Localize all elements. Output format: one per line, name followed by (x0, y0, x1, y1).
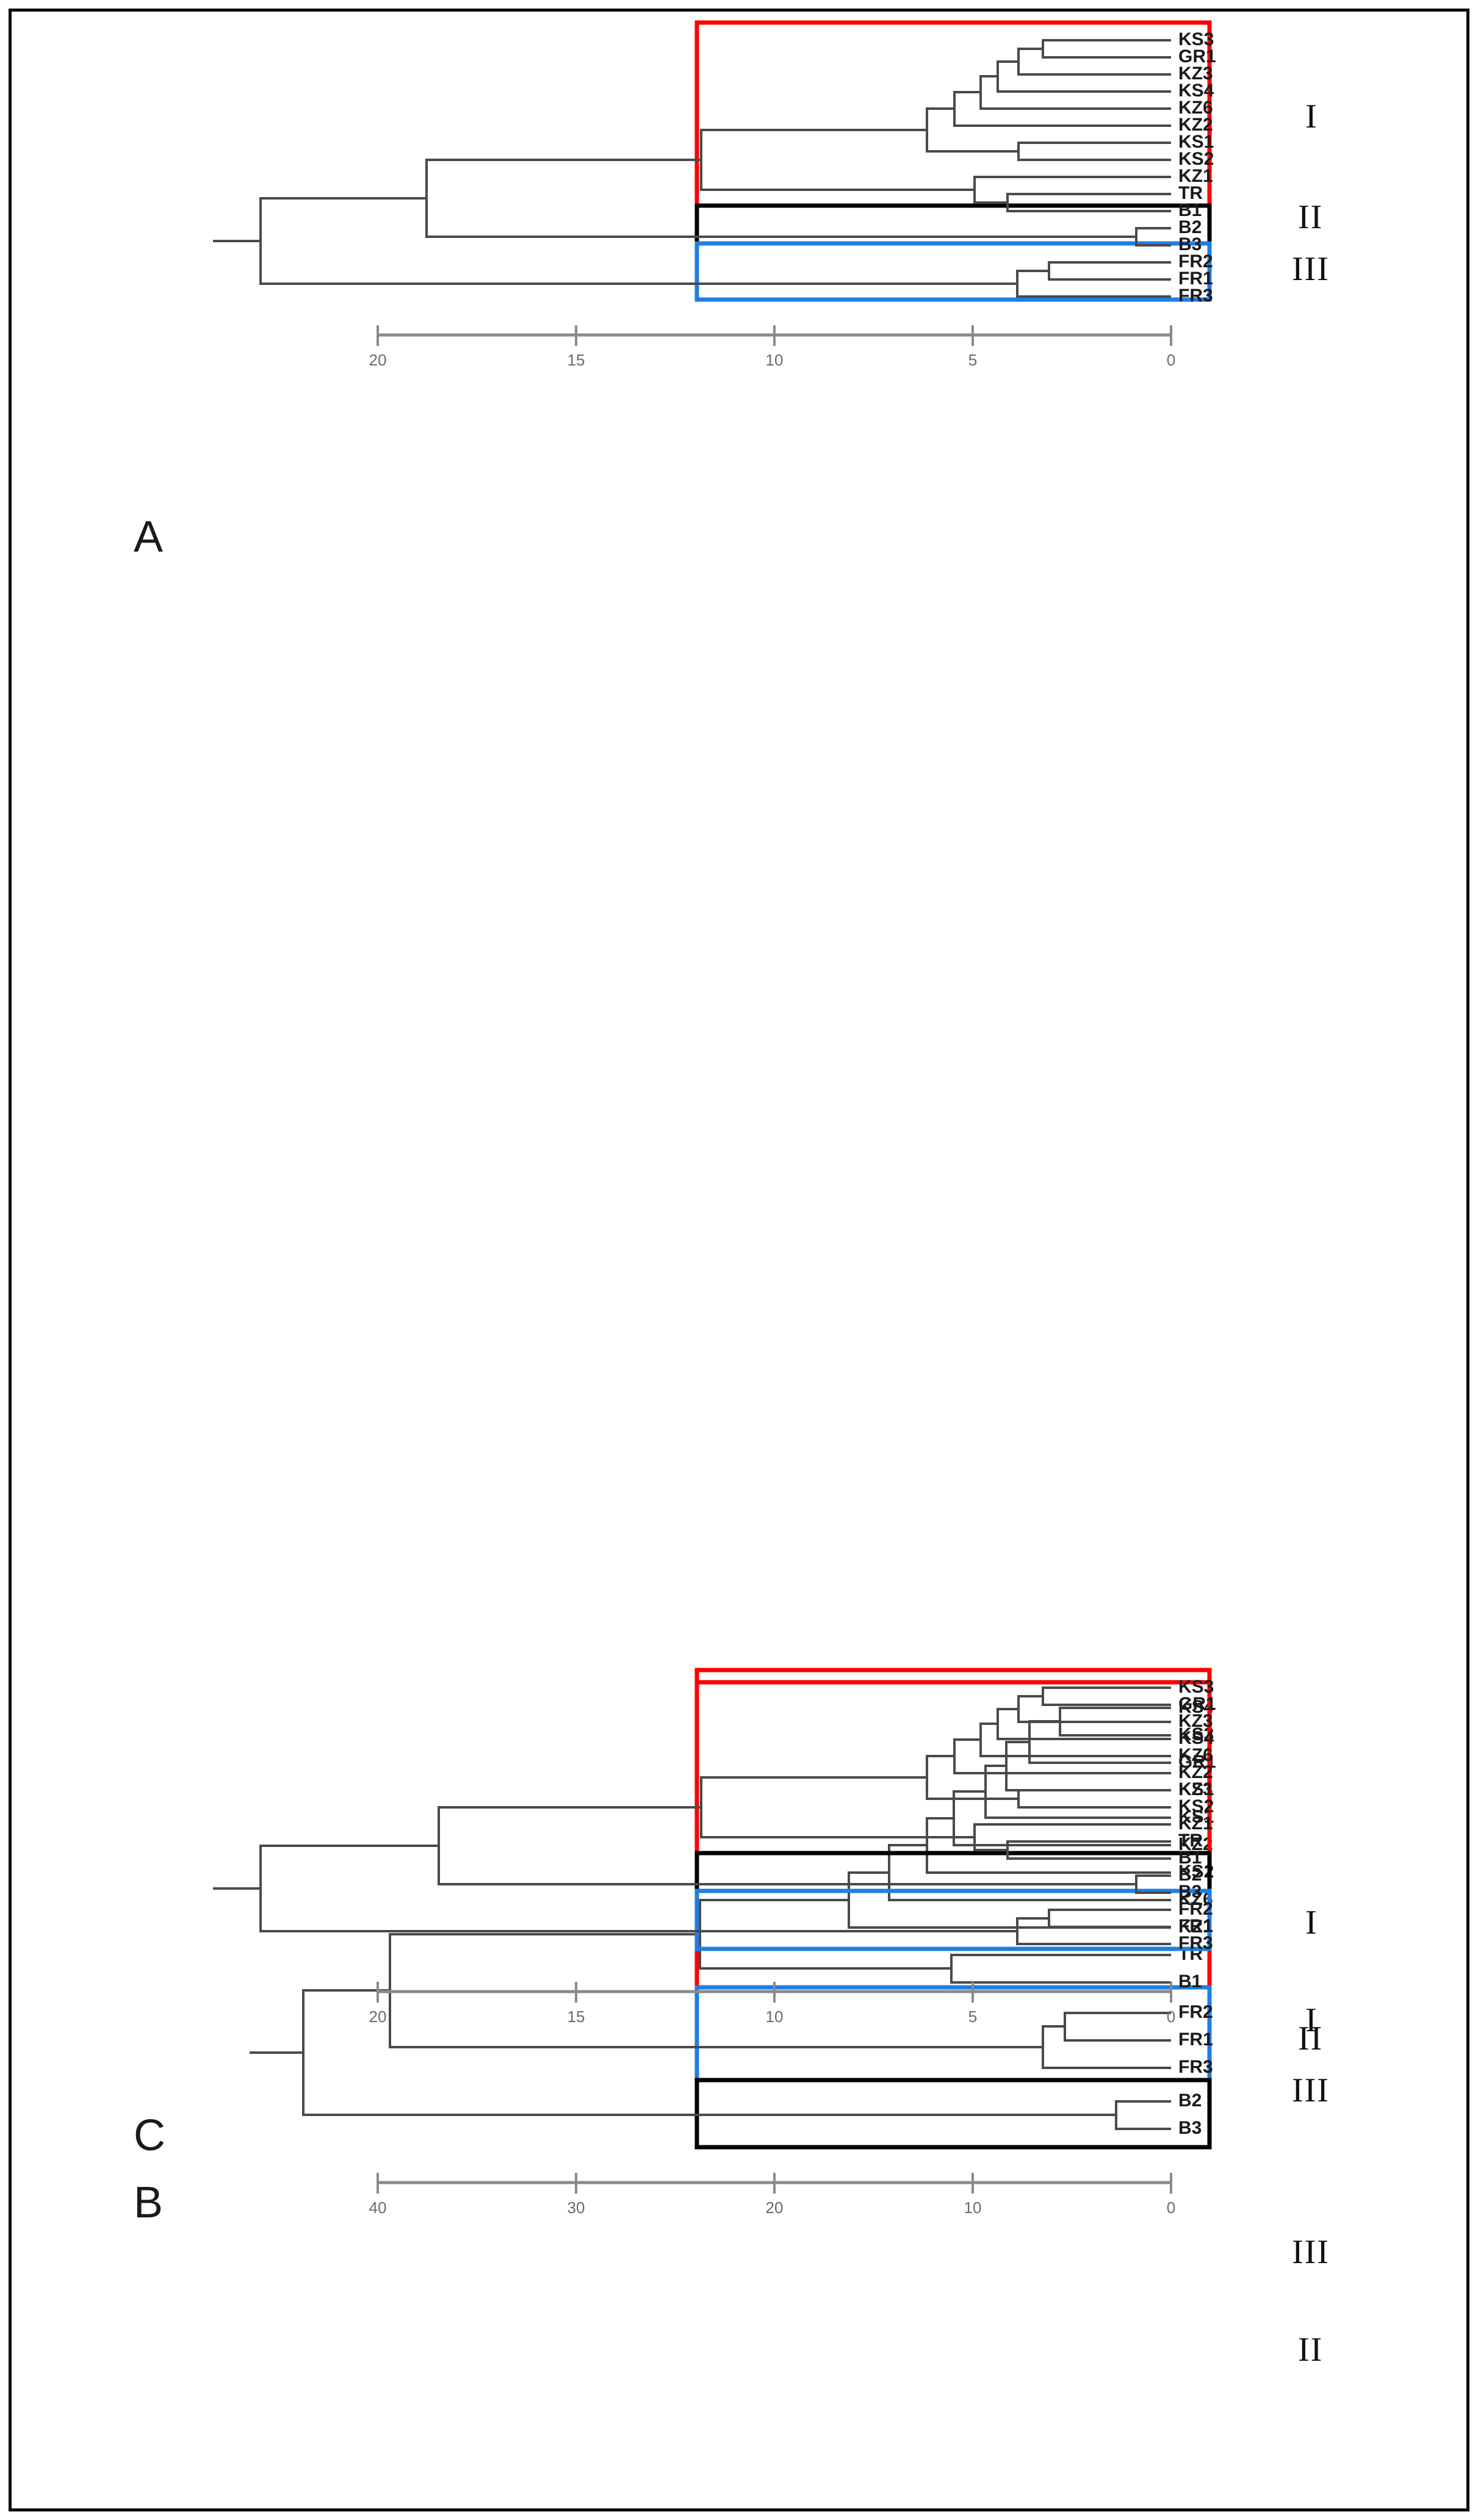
panel-a-branches (213, 39, 1171, 298)
axis-tick-label: 10 (964, 2198, 982, 2217)
leaf-label: FR2 (1178, 251, 1213, 272)
axis-tick-label: 15 (568, 351, 585, 369)
leaf-label: FR3 (1178, 2057, 1213, 2077)
leaf-label: KZ6 (1178, 98, 1213, 118)
leaf-label: GR1 (1178, 46, 1216, 67)
leaf-label: FR2 (1178, 2002, 1213, 2022)
panel-c-branches (213, 1687, 1171, 1945)
panel-a-axis: 20 15 10 5 0 (369, 325, 1175, 369)
leaf-label: B2 (1178, 217, 1202, 237)
panel-b-axis: 40 30 20 10 0 (369, 2173, 1175, 2217)
leaf-label: KZ1 (1178, 1813, 1213, 1834)
panel-c-cluster-box-III (694, 1888, 1212, 1951)
panel-a-cluster-box-III (694, 241, 1212, 302)
panel-a-group-label-I: I (1305, 98, 1318, 135)
panel-b-group-label-III: III (1292, 2233, 1330, 2271)
panel-a-dendrogram: KS3 GR1 KZ3 KS4 KZ6 KZ2 KS1 KS2 KZ1 TR B… (213, 20, 1216, 369)
panel-a-leaf-labels: KS3 GR1 KZ3 KS4 KZ6 KZ2 KS1 KS2 KZ1 TR B… (1178, 29, 1216, 306)
leaf-label: FR1 (1178, 2029, 1213, 2050)
leaf-label: KZ2 (1178, 1762, 1213, 1782)
axis-tick-label: 20 (369, 2007, 387, 2026)
axis-tick-label: 5 (968, 351, 977, 369)
panel-a-group-label-III: III (1292, 250, 1330, 288)
leaf-label: KZ3 (1178, 63, 1213, 84)
panel-c-letter: C (134, 2111, 165, 2160)
leaf-label: KS1 (1178, 132, 1214, 152)
axis-tick-label: 5 (968, 2007, 977, 2026)
panel-b-letter: B (134, 2178, 164, 2227)
axis-tick-label: 20 (369, 351, 387, 369)
leaf-label: KZ3 (1178, 1711, 1213, 1731)
leaf-label: FR1 (1178, 268, 1213, 289)
panel-b-branches (250, 1707, 1171, 2130)
axis-tick-label: 40 (369, 2198, 387, 2217)
leaf-label: KS4 (1178, 1728, 1214, 1748)
panel-c-dendrogram: KS3 GR1 KZ3 KS4 KZ6 KZ2 KS1 KS2 KZ1 TR B… (213, 1668, 1216, 2026)
leaf-label: KS2 (1178, 149, 1214, 169)
leaf-label: FR2 (1178, 1899, 1213, 1919)
leaf-label: KZ1 (1178, 166, 1213, 186)
leaf-label: KS3 (1178, 29, 1214, 49)
leaf-label: B1 (1178, 1971, 1202, 1992)
leaf-label: KZ3 (1178, 1779, 1213, 1799)
axis-tick-label: 15 (568, 2007, 585, 2026)
leaf-label: FR3 (1178, 286, 1213, 306)
leaf-label: TR (1178, 1831, 1203, 1851)
leaf-label: FR3 (1178, 1933, 1213, 1953)
leaf-label: TR (1178, 183, 1203, 203)
leaf-label: GR1 (1178, 1694, 1216, 1714)
leaf-label: KS3 (1178, 1677, 1214, 1697)
leaf-label: KS2 (1178, 1796, 1214, 1816)
axis-tick-label: 10 (766, 2007, 784, 2026)
panel-b-group-label-II: II (1298, 2331, 1324, 2369)
axis-tick-label: 20 (766, 2198, 784, 2217)
panel-c-group-label-I: I (1305, 1904, 1318, 1942)
leaf-label: KZ2 (1178, 1834, 1213, 1854)
leaf-label: FR1 (1178, 1916, 1213, 1936)
axis-tick-label: 30 (568, 2198, 585, 2217)
leaf-label: KS4 (1178, 81, 1214, 101)
leaf-label: B2 (1178, 2090, 1202, 2111)
leaf-label: KZ1 (1178, 1917, 1213, 1937)
panel-c-group-label-II: II (1298, 2020, 1324, 2057)
leaf-label: KS1 (1178, 1779, 1214, 1799)
axis-tick-label: 0 (1167, 351, 1175, 369)
panel-c-axis: 20 15 10 5 0 (369, 1982, 1175, 2026)
leaf-label: B3 (1178, 1882, 1202, 1902)
leaf-label: B3 (1178, 234, 1202, 254)
panel-a-group-label-II: II (1298, 198, 1324, 236)
panel-c-group-label-III: III (1292, 2072, 1330, 2109)
panel-c-leaf-labels: KS3 GR1 KZ3 KS4 KZ6 KZ2 KS1 KS2 KZ1 TR B… (1178, 1677, 1216, 1953)
leaf-label: KZ2 (1178, 115, 1213, 135)
leaf-label: B1 (1178, 1848, 1202, 1868)
leaf-label: B1 (1178, 200, 1202, 220)
leaf-label: B2 (1178, 1865, 1202, 1885)
panel-b-group-label-I: I (1305, 2001, 1318, 2039)
leaf-label: B3 (1178, 2118, 1202, 2138)
leaf-label: KZ6 (1178, 1745, 1213, 1765)
axis-tick-label: 0 (1167, 2198, 1175, 2217)
axis-tick-label: 10 (766, 351, 784, 369)
panel-a-letter: A (134, 513, 164, 561)
axis-tick-label: 0 (1167, 2007, 1175, 2026)
figure-frame: A I II III (9, 9, 1469, 2511)
